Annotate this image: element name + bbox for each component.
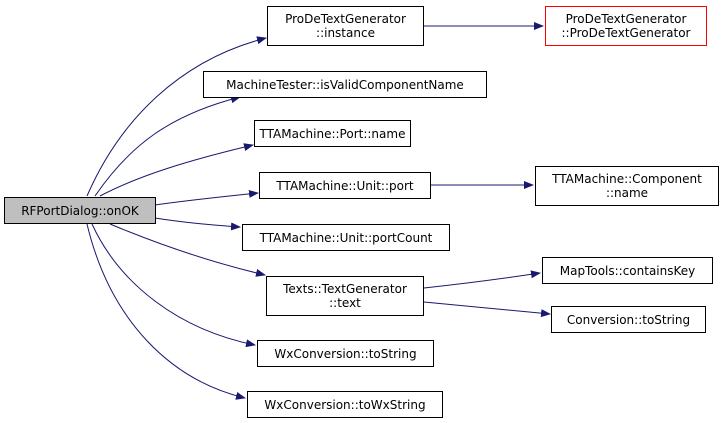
- node-label: WxConversion::toString: [274, 346, 417, 361]
- node-prodetextgenerator-instance[interactable]: ProDeTextGenerator ::instance: [267, 6, 424, 46]
- edge-root-to-unit-port: [154, 189, 259, 206]
- node-label-line1: Texts::TextGenerator: [283, 282, 407, 296]
- edge-root-to-wx-towxstring: [86, 223, 246, 400]
- node-ttamachine-unit-portcount[interactable]: TTAMachine::Unit::portCount: [242, 224, 450, 251]
- edge-texts-to-conversion: [423, 301, 551, 318]
- edge-texts-to-maptools: [423, 270, 541, 289]
- node-label: TTAMachine::Port::name: [259, 126, 406, 141]
- node-label-line2: ::name: [605, 186, 649, 200]
- node-label: RFPortDialog::onOK: [21, 203, 139, 218]
- node-ttamachine-component-name[interactable]: TTAMachine::Component ::name: [535, 166, 719, 206]
- edge-root-to-texts-text: [109, 223, 266, 277]
- node-label-line1: ProDeTextGenerator: [285, 12, 406, 26]
- edge-root-to-prode-instance: [86, 36, 267, 197]
- node-rfportdialog-onok[interactable]: RFPortDialog::onOK: [4, 197, 156, 224]
- node-maptools-containskey[interactable]: MapTools::containsKey: [542, 257, 713, 284]
- node-label-line2: ::instance: [316, 26, 375, 40]
- node-wxconversion-towxstring[interactable]: WxConversion::toWxString: [247, 391, 443, 418]
- node-texts-textgenerator-text[interactable]: Texts::TextGenerator ::text: [266, 276, 424, 316]
- node-machinetester-isvalidcomponentname[interactable]: MachineTester::isValidComponentName: [203, 71, 487, 98]
- edge-root-to-unit-portcount: [154, 217, 241, 231]
- node-label-line2: ::ProDeTextGenerator: [561, 26, 691, 40]
- edge-root-to-wx-tostring: [91, 223, 256, 348]
- node-label: TTAMachine::Unit::port: [276, 178, 414, 193]
- node-ttamachine-port-name[interactable]: TTAMachine::Port::name: [254, 120, 411, 147]
- node-label: MachineTester::isValidComponentName: [226, 77, 464, 92]
- node-label-line1: ProDeTextGenerator: [565, 12, 687, 26]
- node-label: Conversion::toString: [566, 312, 691, 327]
- edge-root-to-machinetester: [94, 95, 241, 197]
- node-label: MapTools::containsKey: [559, 263, 696, 278]
- node-label: TTAMachine::Unit::portCount: [259, 230, 433, 245]
- node-label-line2: ::text: [329, 296, 361, 310]
- node-ttamachine-unit-port[interactable]: TTAMachine::Unit::port: [259, 172, 431, 199]
- node-prodetextgenerator-constructor[interactable]: ProDeTextGenerator ::ProDeTextGenerator: [545, 6, 707, 46]
- node-wxconversion-tostring[interactable]: WxConversion::toString: [257, 340, 434, 367]
- node-label-line1: TTAMachine::Component: [552, 172, 702, 186]
- node-label: WxConversion::toWxString: [264, 397, 426, 412]
- edge-root-to-port-name: [99, 143, 254, 197]
- node-conversion-tostring[interactable]: Conversion::toString: [551, 306, 706, 333]
